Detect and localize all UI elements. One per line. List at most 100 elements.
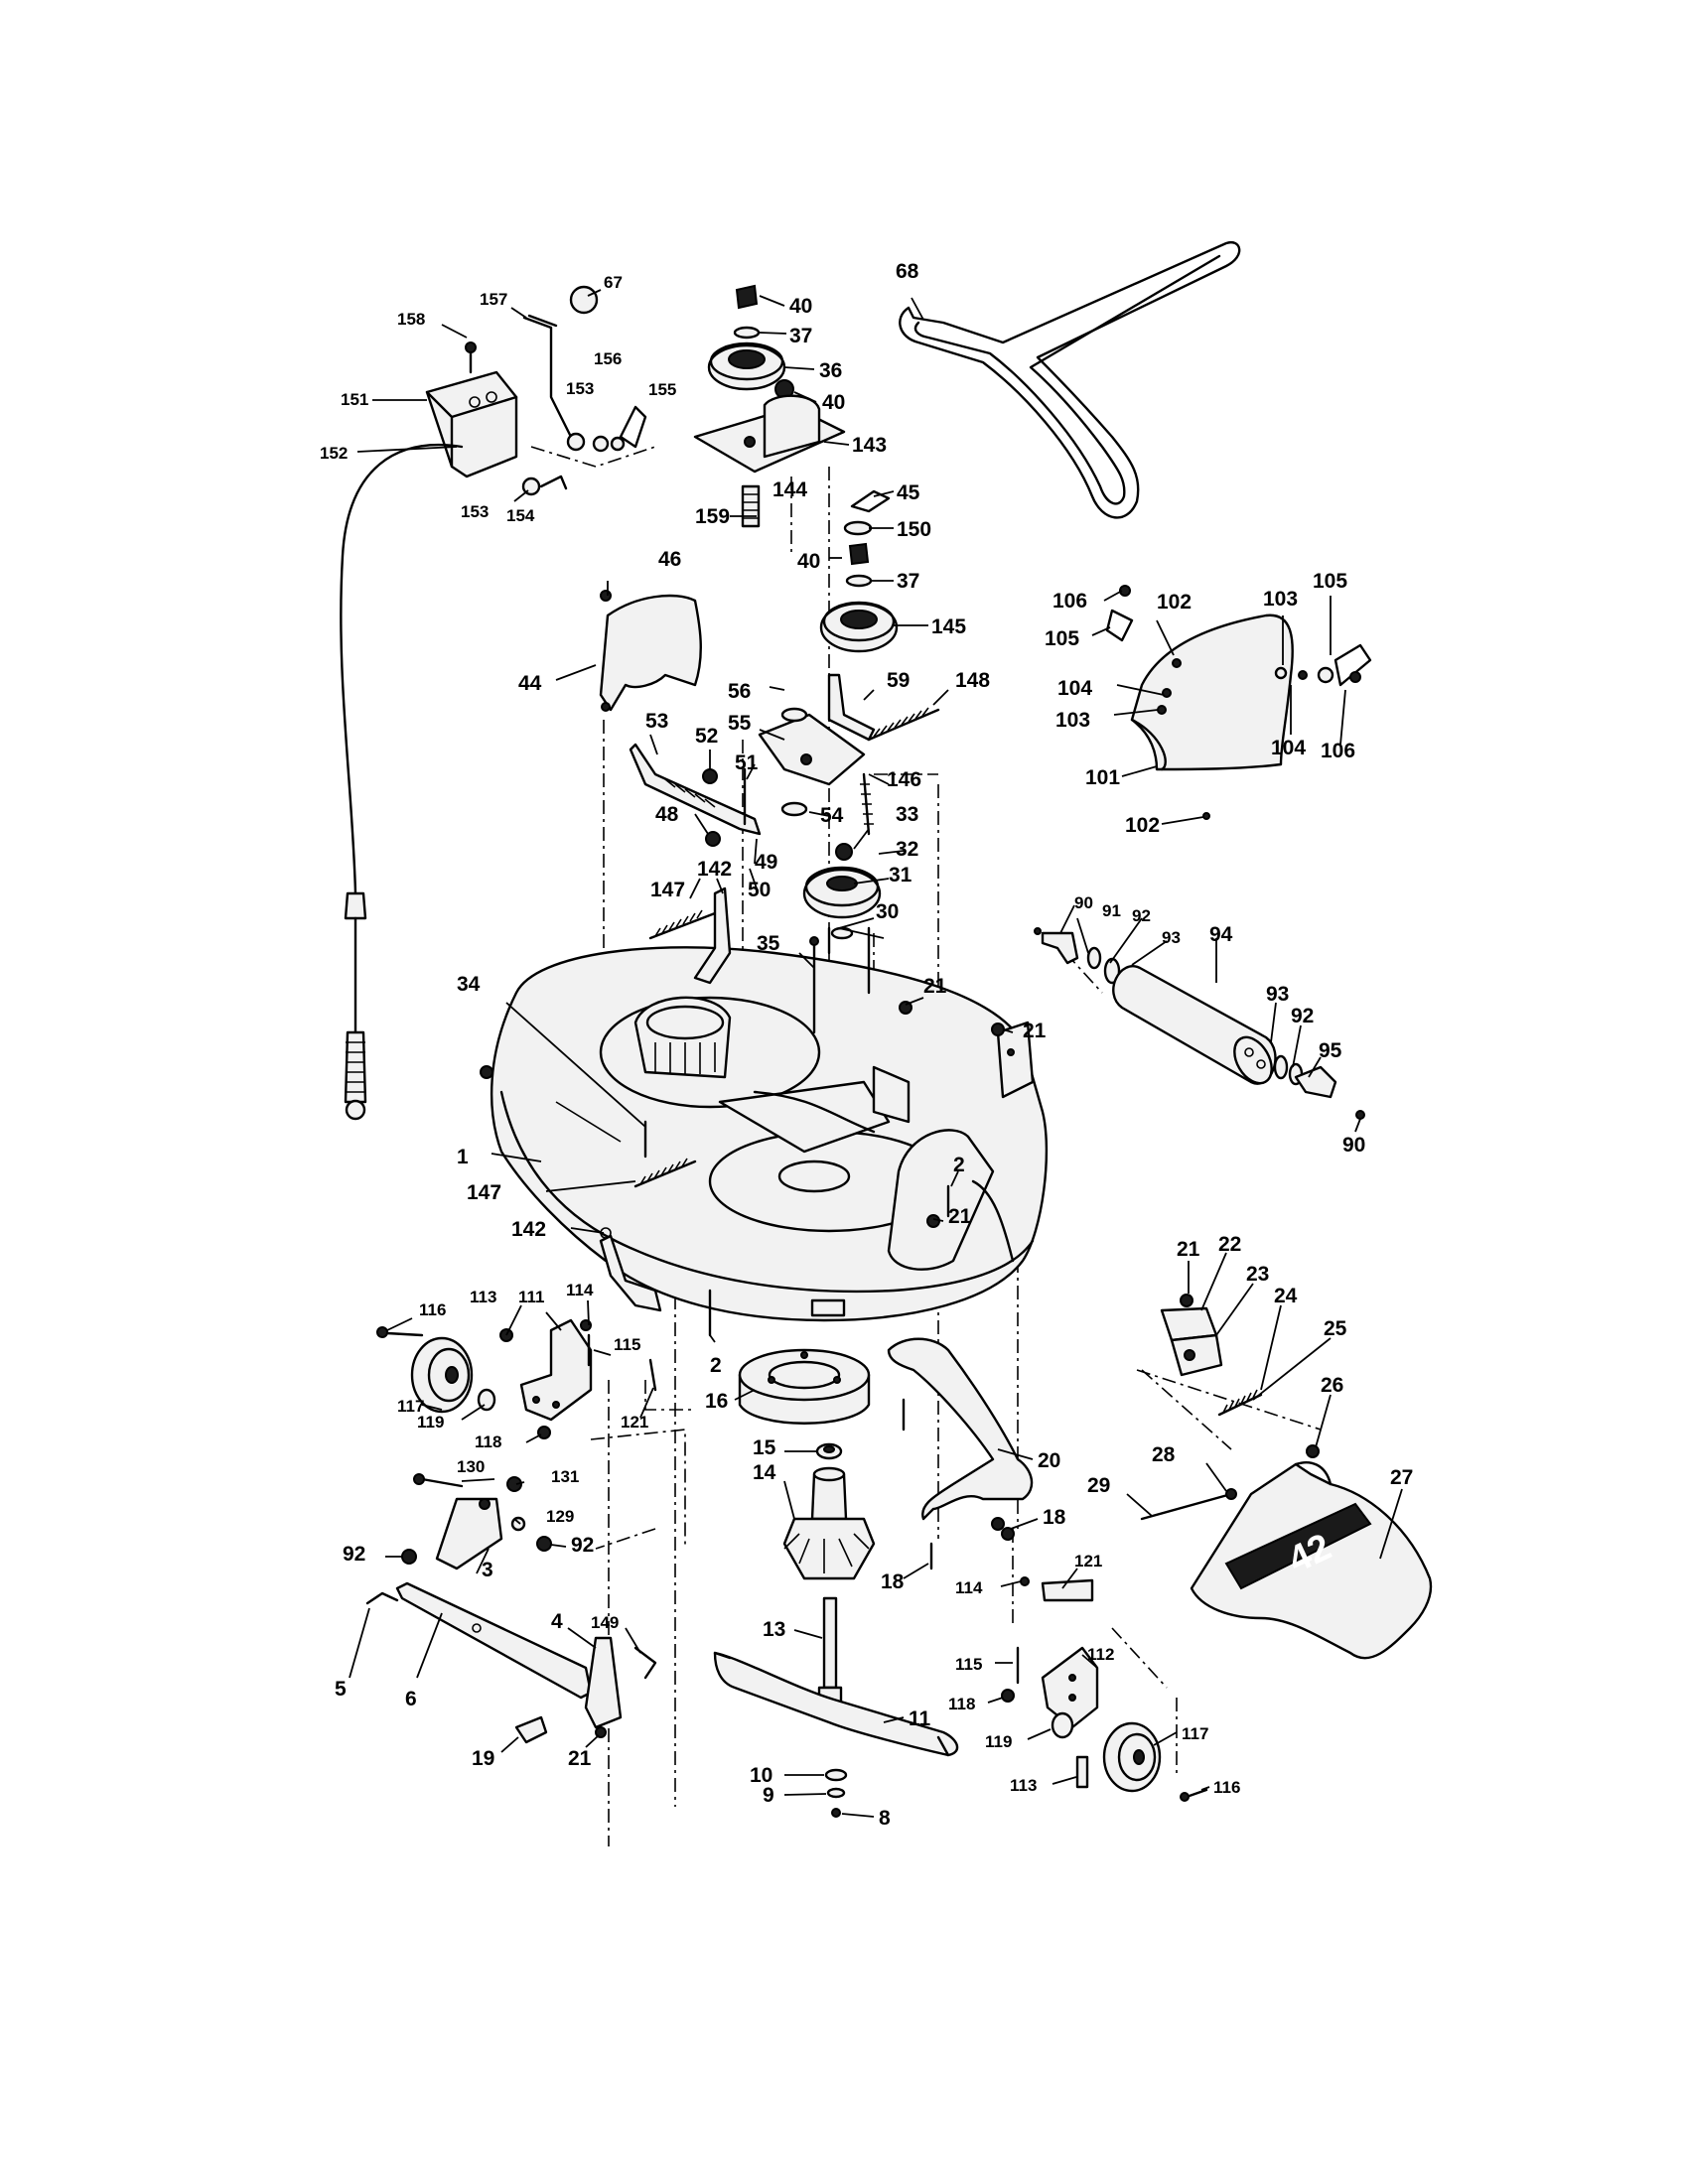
washers-8-9-10 bbox=[824, 1768, 848, 1818]
callout-26: 26 bbox=[1321, 1374, 1343, 1397]
bracket-90-91 bbox=[1034, 927, 1079, 965]
callout-92-left: 92 bbox=[343, 1543, 365, 1566]
washer-150 bbox=[843, 520, 873, 536]
hardware-left-wheel bbox=[477, 1319, 657, 1439]
cable-152 bbox=[340, 443, 464, 1121]
callout-32: 32 bbox=[896, 838, 918, 861]
callout-115-right: 115 bbox=[955, 1655, 982, 1674]
bolt-114-right bbox=[1020, 1576, 1030, 1586]
nut-40-top bbox=[735, 284, 759, 310]
bolts-130-131 bbox=[413, 1473, 522, 1492]
rod-28-29 bbox=[1140, 1488, 1237, 1521]
idler-pulley-145 bbox=[819, 601, 899, 653]
callout-142-upper: 142 bbox=[697, 858, 732, 881]
callout-146: 146 bbox=[887, 768, 921, 791]
callout-93-left: 93 bbox=[1162, 928, 1181, 947]
spindle-14 bbox=[782, 1466, 876, 1580]
callout-31: 31 bbox=[889, 864, 912, 887]
lift-control-bracket-151 bbox=[425, 370, 518, 478]
washer-37-lower bbox=[845, 574, 873, 588]
leader-lines bbox=[349, 289, 1403, 1818]
callout-92-lower: 92 bbox=[571, 1534, 594, 1557]
callout-144: 144 bbox=[772, 478, 807, 501]
spindle-pulley-32 bbox=[802, 866, 882, 919]
callout-129: 129 bbox=[546, 1507, 574, 1526]
callout-159: 159 bbox=[695, 505, 730, 528]
nut-40-lower bbox=[848, 542, 870, 566]
callout-9: 9 bbox=[763, 1784, 774, 1807]
bolt-30 bbox=[827, 926, 871, 995]
callout-153-lower: 153 bbox=[461, 502, 489, 521]
callout-18-lower: 18 bbox=[881, 1570, 905, 1593]
callout-37-top: 37 bbox=[789, 325, 812, 347]
callout-6: 6 bbox=[405, 1688, 417, 1710]
belt-cover-101 bbox=[1130, 614, 1294, 771]
callout-14: 14 bbox=[753, 1461, 776, 1484]
callout-44: 44 bbox=[518, 672, 542, 695]
callout-24: 24 bbox=[1274, 1285, 1298, 1307]
knob-67 bbox=[569, 285, 599, 315]
bracket-4-149 bbox=[584, 1636, 657, 1729]
bracket-95 bbox=[1294, 1065, 1337, 1099]
callout-16: 16 bbox=[705, 1390, 728, 1413]
callout-104-right: 104 bbox=[1271, 737, 1306, 759]
idler-bracket-55 bbox=[758, 707, 866, 786]
callout-37-lower: 37 bbox=[897, 570, 919, 593]
callout-68: 68 bbox=[896, 260, 919, 283]
bracket-20 bbox=[887, 1337, 1034, 1521]
idler-pulley-36 bbox=[707, 341, 786, 391]
callout-103-right: 103 bbox=[1263, 588, 1298, 611]
callout-2-lower: 2 bbox=[710, 1354, 722, 1377]
callout-52: 52 bbox=[695, 725, 718, 748]
callout-149: 149 bbox=[591, 1613, 619, 1632]
nut-48 bbox=[705, 831, 721, 847]
callout-13: 13 bbox=[763, 1618, 785, 1641]
discharge-chute-27: 42 bbox=[1190, 1461, 1433, 1660]
callout-90-left: 90 bbox=[1074, 893, 1093, 912]
callout-34: 34 bbox=[457, 973, 481, 996]
nut-118-right bbox=[1001, 1689, 1015, 1703]
callout-54: 54 bbox=[820, 804, 844, 827]
drive-belt-68 bbox=[899, 240, 1241, 519]
spindle-housing-16 bbox=[738, 1348, 871, 1425]
callout-131: 131 bbox=[551, 1467, 579, 1486]
nut-26 bbox=[1306, 1444, 1320, 1458]
mower-deck-1 bbox=[480, 946, 1049, 1322]
callout-151: 151 bbox=[341, 390, 368, 409]
callout-21-right: 21 bbox=[1023, 1020, 1047, 1042]
callout-91: 91 bbox=[1102, 901, 1121, 920]
bolt-52 bbox=[702, 768, 718, 784]
callout-2-upper: 2 bbox=[953, 1154, 965, 1176]
callout-67: 67 bbox=[604, 273, 623, 292]
callout-27: 27 bbox=[1390, 1466, 1413, 1489]
callout-143: 143 bbox=[852, 434, 887, 457]
callout-21-bracket: 21 bbox=[1177, 1238, 1200, 1261]
callout-147-upper: 147 bbox=[650, 879, 685, 901]
callout-114-right: 114 bbox=[955, 1578, 983, 1597]
bolt-159 bbox=[741, 484, 761, 528]
callout-40-lower: 40 bbox=[797, 550, 820, 573]
callout-119-right: 119 bbox=[985, 1732, 1012, 1751]
clip-5 bbox=[365, 1591, 399, 1605]
bolt-2-deck bbox=[708, 1184, 950, 1337]
callout-130: 130 bbox=[457, 1457, 485, 1476]
callout-101: 101 bbox=[1085, 766, 1120, 789]
callout-90-right: 90 bbox=[1342, 1134, 1365, 1157]
washers-153-156 bbox=[566, 405, 647, 453]
callout-117-left: 117 bbox=[397, 1397, 424, 1416]
control-lever-157 bbox=[522, 314, 573, 439]
callout-51: 51 bbox=[735, 751, 759, 774]
nuts-21-deck bbox=[899, 1001, 1005, 1228]
callout-50: 50 bbox=[748, 879, 771, 901]
bolts-18 bbox=[902, 1398, 1015, 1570]
callout-142-lower: 142 bbox=[511, 1218, 546, 1241]
callout-147-lower: 147 bbox=[467, 1181, 501, 1204]
callout-18-right: 18 bbox=[1043, 1506, 1066, 1529]
callout-152: 152 bbox=[320, 444, 348, 463]
callout-53: 53 bbox=[645, 710, 668, 733]
bolt-113-right bbox=[1075, 1755, 1089, 1789]
callout-40-mid: 40 bbox=[822, 391, 845, 414]
washer-37-top bbox=[733, 326, 761, 340]
callout-10: 10 bbox=[750, 1764, 772, 1787]
